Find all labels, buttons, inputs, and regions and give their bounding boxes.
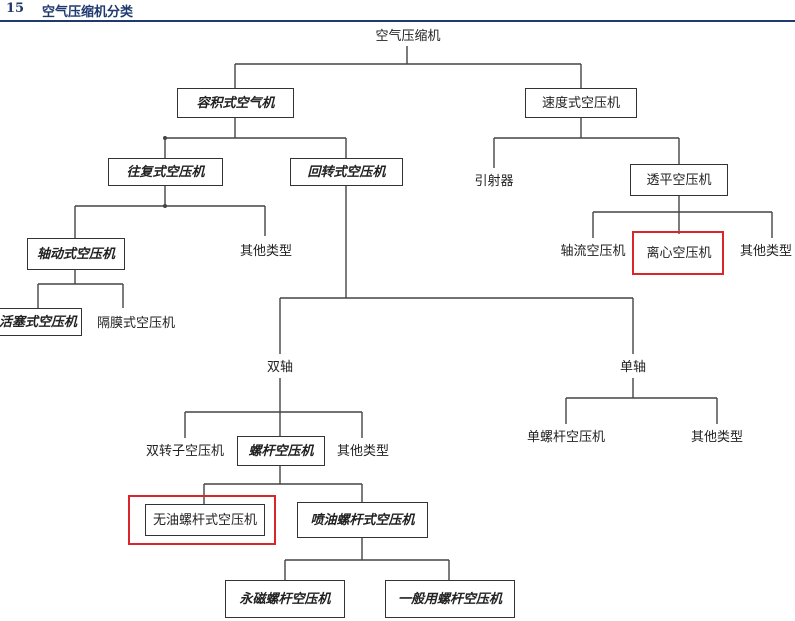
node-air-compressor: 空气压缩机 <box>375 28 441 44</box>
node-single-shaft: 单轴 <box>619 359 646 375</box>
node-twin-rotor: 双转子空压机 <box>145 443 224 459</box>
node-single-other: 其他类型 <box>690 429 743 445</box>
node-oil-injected-screw: 喷油螺杆式空压机 <box>297 502 428 538</box>
node-pm-screw: 永磁螺杆空压机 <box>225 580 345 618</box>
node-twin-other: 其他类型 <box>336 443 389 459</box>
node-rotary: 回转式空压机 <box>290 158 403 186</box>
figure-header: 15 空气压缩机分类 <box>0 0 795 22</box>
highlight-centrifugal <box>632 231 724 275</box>
figure-number: 15 <box>6 1 25 16</box>
node-twin-shaft: 双轴 <box>266 359 293 375</box>
node-axial-piston: 轴动式空压机 <box>27 238 125 270</box>
node-dynamic-compressor: 速度式空压机 <box>525 88 637 118</box>
figure-title: 空气压缩机分类 <box>42 5 134 20</box>
node-oil-free-screw: 无油螺杆式空压机 <box>145 504 265 536</box>
node-centrifugal: 离心空压机 <box>646 245 712 261</box>
node-screw: 螺杆空压机 <box>237 436 325 466</box>
node-ejector: 引射器 <box>474 173 514 189</box>
node-turbo-other: 其他类型 <box>739 243 792 259</box>
node-reciprocating: 往复式空压机 <box>108 158 223 186</box>
node-turbo: 透平空压机 <box>630 164 728 196</box>
highlight-oil-free-screw <box>128 495 276 545</box>
node-single-screw: 单螺杆空压机 <box>526 429 605 445</box>
node-axial-flow: 轴流空压机 <box>560 243 626 259</box>
node-recip-other: 其他类型 <box>239 243 292 259</box>
node-positive-displacement: 容积式空气机 <box>177 88 294 118</box>
node-general-screw: 一般用螺杆空压机 <box>385 580 515 618</box>
node-piston: 活塞式空压机 <box>0 308 82 336</box>
node-diaphragm: 隔膜式空压机 <box>96 315 175 331</box>
